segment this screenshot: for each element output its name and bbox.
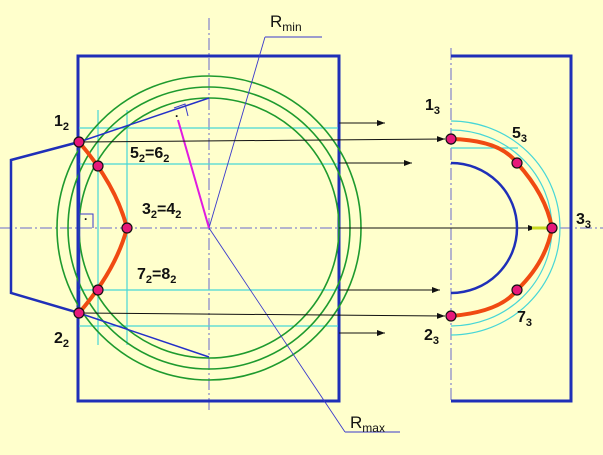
radius-line — [177, 119, 210, 229]
label-2-3: 23 — [424, 327, 439, 347]
point-7-3 — [511, 284, 523, 296]
right-angle-mark-left — [79, 213, 94, 228]
tangent-lines — [78, 97, 210, 358]
radius-leaders — [208, 36, 400, 433]
point-7-8-2 — [92, 284, 104, 296]
r-max-label: Rmax — [350, 413, 385, 435]
point-3-4-2 — [121, 222, 133, 234]
point-1-2 — [73, 136, 85, 148]
right-angle-dot-1: · — [175, 109, 179, 123]
right-angle-mark-top — [173, 103, 189, 117]
label-3-4-2: 32=42 — [142, 201, 181, 221]
label-7-8-2: 72=82 — [137, 266, 176, 286]
point-3-3 — [546, 222, 558, 234]
label-2-2: 22 — [54, 330, 69, 350]
label-7-3: 73 — [517, 309, 532, 329]
label-5-3: 53 — [512, 125, 527, 145]
projection-arrows — [79, 120, 536, 336]
point-2-3 — [445, 310, 457, 322]
label-1-2: 12 — [54, 113, 69, 133]
point-5-6-2 — [92, 160, 104, 172]
inner-semicircle — [450, 161, 519, 295]
label-5-6-2: 52=62 — [130, 145, 169, 165]
point-1-3 — [445, 133, 457, 145]
point-2-2 — [73, 307, 85, 319]
side-view-frame — [451, 54, 573, 403]
points — [73, 133, 558, 322]
label-3-3: 33 — [576, 211, 591, 231]
r-min-label: Rmin — [270, 12, 302, 34]
label-1-3: 13 — [425, 97, 440, 117]
point-5-3 — [511, 157, 523, 169]
right-angle-dot-2: · — [84, 212, 88, 226]
